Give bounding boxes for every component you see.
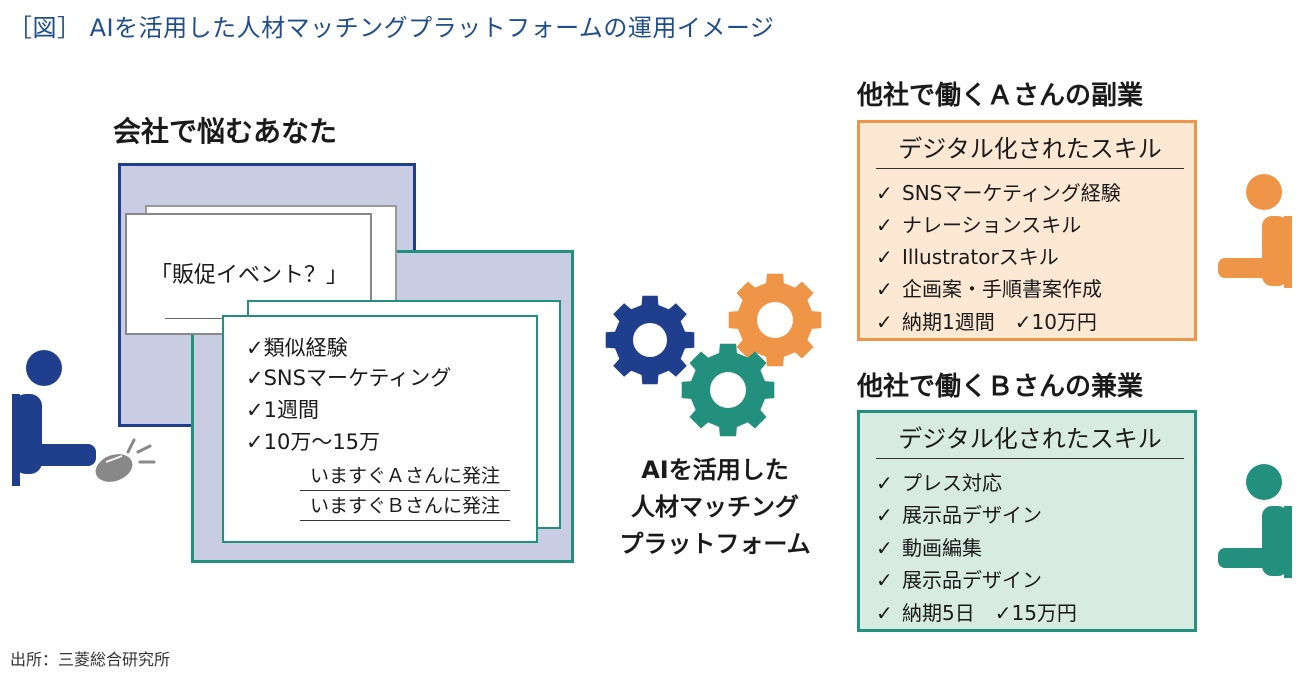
platform-label-line: プラットフォーム bbox=[619, 530, 811, 558]
skill-item: ✓ 納期1週間 ✓10万円 bbox=[876, 306, 1097, 335]
source-note: 出所：三菱総合研究所 bbox=[10, 650, 171, 669]
skill-text: 動画編集 bbox=[902, 536, 982, 560]
platform-label-line: 人材マッチング bbox=[631, 493, 799, 521]
person-a-heading: 他社で働くＡさんの副業 bbox=[857, 81, 1144, 111]
skill-text: プレス対応 bbox=[902, 471, 1002, 495]
result-item: ✓SNSマーケティング bbox=[246, 366, 452, 390]
order-a-link[interactable]: いますぐＡさんに発注 bbox=[300, 461, 510, 491]
check-icon: ✓ bbox=[876, 471, 893, 495]
skill-text: ナレーションスキル bbox=[902, 213, 1082, 237]
person-icon bbox=[1218, 464, 1292, 578]
person-a-box-title: デジタル化されたスキル bbox=[876, 129, 1184, 169]
check-icon: ✓ bbox=[876, 568, 893, 592]
skill-item: ✓ ナレーションスキル bbox=[876, 209, 1081, 238]
skill-text: 納期5日 ✓15万円 bbox=[902, 601, 1077, 625]
gear-hole bbox=[757, 302, 793, 338]
skill-item: ✓ 展示品デザイン bbox=[876, 499, 1042, 528]
platform-label: AIを活用した 人材マッチング プラットフォーム bbox=[590, 452, 840, 563]
result-item: ✓類似経験 bbox=[246, 336, 348, 360]
person-b-skill-box: デジタル化されたスキル ✓ プレス対応 ✓ 展示品デザイン ✓ 動画編集 ✓ 展示品デザ… bbox=[857, 410, 1197, 632]
skill-item: ✓ 企画案・手順書案作成 bbox=[876, 273, 1102, 302]
skill-item: ✓ 動画編集 bbox=[876, 532, 982, 561]
person-b-heading: 他社で働くＢさんの兼業 bbox=[857, 372, 1144, 402]
check-icon: ✓ bbox=[876, 536, 893, 560]
result-item: ✓1週間 bbox=[246, 398, 319, 422]
skill-item: ✓ SNSマーケティング経験 bbox=[876, 177, 1121, 206]
person-icon bbox=[12, 350, 96, 486]
skill-item: ✓ 納期5日 ✓15万円 bbox=[876, 597, 1077, 626]
gear-hole bbox=[633, 323, 667, 357]
order-b-link[interactable]: いますぐＢさんに発注 bbox=[300, 491, 510, 521]
result-card bbox=[222, 315, 538, 543]
figure-title: ［図］ AIを活用した人材マッチングプラットフォームの運用イメージ bbox=[8, 14, 775, 42]
person-a-skill-box: デジタル化されたスキル ✓ SNSマーケティング経験 ✓ ナレーションスキル ✓ Il… bbox=[857, 120, 1197, 341]
skill-item: ✓ Illustratorスキル bbox=[876, 241, 1059, 270]
person-icon bbox=[1218, 174, 1292, 288]
skill-text: 企画案・手順書案作成 bbox=[902, 277, 1102, 301]
check-icon: ✓ bbox=[876, 245, 893, 269]
check-icon: ✓ bbox=[876, 310, 893, 334]
question-text: 「販促イベント？」 bbox=[150, 263, 349, 288]
platform-label-line: AIを活用した bbox=[641, 456, 789, 484]
skill-text: 展示品デザイン bbox=[902, 568, 1042, 592]
skill-text: 展示品デザイン bbox=[902, 503, 1042, 527]
skill-item: ✓ 展示品デザイン bbox=[876, 564, 1042, 593]
check-icon: ✓ bbox=[876, 503, 893, 527]
skill-text: 納期1週間 ✓10万円 bbox=[902, 310, 1097, 334]
mouse-icon[interactable] bbox=[92, 432, 162, 487]
gear-hole bbox=[710, 372, 746, 408]
check-icon: ✓ bbox=[876, 277, 893, 301]
skill-text: SNSマーケティング経験 bbox=[902, 181, 1121, 205]
check-icon: ✓ bbox=[876, 601, 893, 625]
skill-item: ✓ プレス対応 bbox=[876, 467, 1002, 496]
result-item: ✓10万〜15万 bbox=[246, 430, 381, 454]
company-heading: 会社で悩むあなた bbox=[113, 115, 338, 148]
check-icon: ✓ bbox=[876, 213, 893, 237]
person-b-box-title: デジタル化されたスキル bbox=[876, 419, 1184, 459]
gear-icon bbox=[605, 273, 822, 437]
skill-text: Illustratorスキル bbox=[902, 245, 1059, 269]
check-icon: ✓ bbox=[876, 181, 893, 205]
